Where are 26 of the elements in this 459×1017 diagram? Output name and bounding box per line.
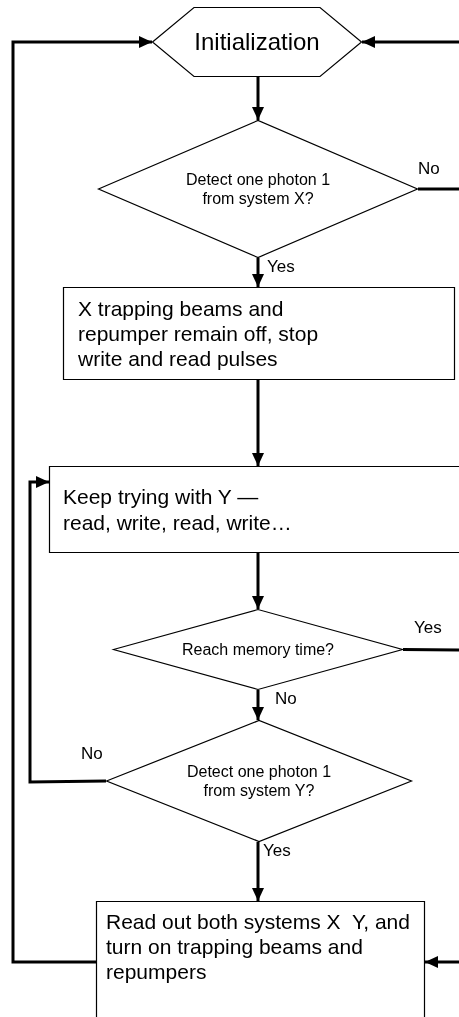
node-text: Keep trying with Y — read, write, read, write… bbox=[63, 484, 293, 535]
node-text: Read out both systems X Y, and turn on trapping beams and repumpers bbox=[106, 909, 411, 985]
process-box bbox=[63, 287, 455, 380]
arrow bbox=[252, 258, 264, 287]
process-box bbox=[96, 901, 425, 1017]
arrow bbox=[252, 553, 264, 609]
arrow bbox=[11, 36, 152, 964]
decision-diamond bbox=[98, 120, 418, 258]
arrow bbox=[425, 956, 459, 968]
arrow bbox=[252, 842, 264, 901]
arrow bbox=[362, 36, 459, 48]
node-text: Detect one photon 1 from system Y? bbox=[185, 761, 333, 801]
arrow bbox=[28, 476, 106, 784]
node-text: X trapping beams and repumper remain off, stop write and read pulses bbox=[78, 295, 320, 372]
connector-line bbox=[418, 187, 459, 191]
node-text: Initialization bbox=[193, 27, 321, 57]
node-text: Reach memory time? bbox=[180, 639, 335, 660]
arrow bbox=[252, 77, 264, 120]
node-text: Detect one photon 1 from system X? bbox=[184, 169, 332, 209]
arrow bbox=[252, 380, 264, 466]
decision-diamond bbox=[106, 720, 412, 842]
process-box bbox=[49, 466, 459, 553]
decision-diamond bbox=[113, 609, 403, 690]
start-hexagon bbox=[152, 7, 362, 77]
arrow bbox=[252, 690, 264, 720]
connector-line bbox=[403, 648, 459, 652]
